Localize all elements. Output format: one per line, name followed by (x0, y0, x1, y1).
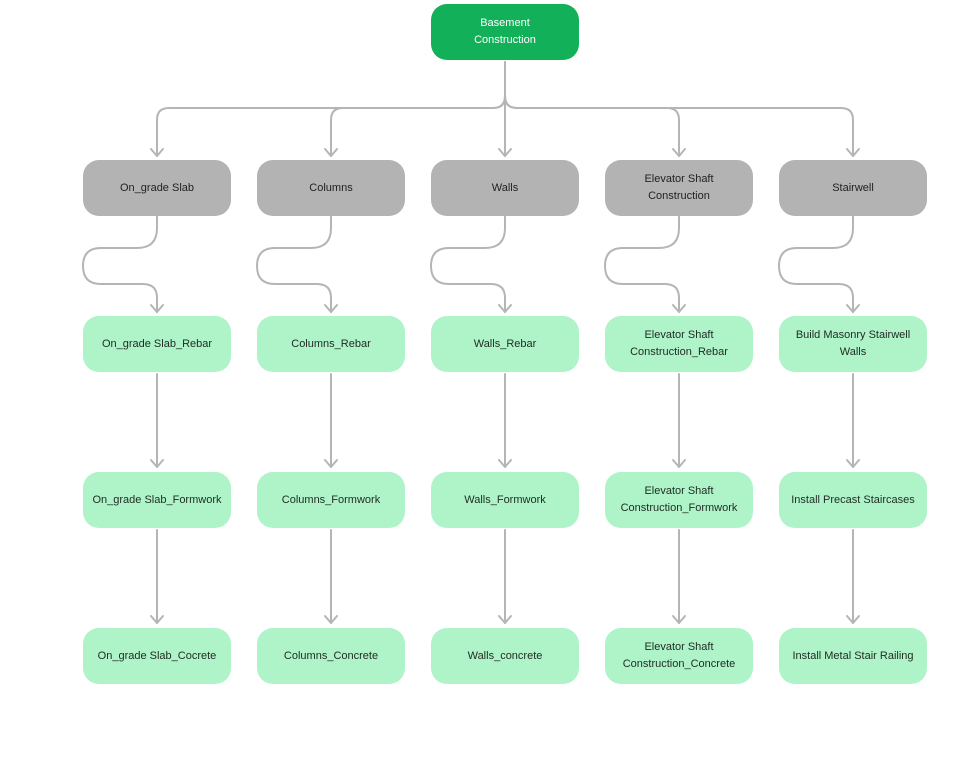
task-node-on-grade-slab-concrete[interactable]: On_grade Slab_Cocrete (83, 628, 231, 684)
task-node-build-masonry-stairwell-walls[interactable]: Build Masonry Stairwell Walls (779, 316, 927, 372)
connector-arrowhead-group-0 (150, 148, 164, 157)
task-node-walls-rebar[interactable]: Walls_Rebar (431, 316, 579, 372)
task-node-walls-formwork[interactable]: Walls_Formwork (431, 472, 579, 528)
task-node-walls-concrete[interactable]: Walls_concrete (431, 628, 579, 684)
connector-arrowhead-task3-0 (150, 615, 164, 624)
connector-arrowhead-task3-1 (324, 615, 338, 624)
connector-arrowhead-group-2 (498, 148, 512, 157)
connector-group-to-task-2 (430, 215, 506, 313)
connector-arrowhead-group-4 (846, 148, 860, 157)
root-node-basement-construction[interactable]: Basement Construction (431, 4, 579, 60)
task-node-elevator-shaft-formwork[interactable]: Elevator Shaft Construction_Formwork (605, 472, 753, 528)
task-node-install-metal-stair-railing[interactable]: Install Metal Stair Railing (779, 628, 927, 684)
connector-arrowhead-task2-2 (498, 459, 512, 468)
group-node-columns[interactable]: Columns (257, 160, 405, 216)
connector-arrowhead-group-1 (324, 148, 338, 157)
connector-arrowhead-task3-4 (846, 615, 860, 624)
task-node-columns-rebar[interactable]: Columns_Rebar (257, 316, 405, 372)
connector-arrowhead-task3-3 (672, 615, 686, 624)
connector-group-to-task-4 (778, 215, 854, 313)
connector-arrowhead-task1-3 (672, 304, 686, 313)
connector-arrowhead-task1-0 (150, 304, 164, 313)
task-node-elevator-shaft-rebar[interactable]: Elevator Shaft Construction_Rebar (605, 316, 753, 372)
task-node-install-precast-staircases[interactable]: Install Precast Staircases (779, 472, 927, 528)
connector-arrowhead-task1-4 (846, 304, 860, 313)
connector-arrowhead-task2-0 (150, 459, 164, 468)
connector-arrowhead-task1-1 (324, 304, 338, 313)
task-node-columns-formwork[interactable]: Columns_Formwork (257, 472, 405, 528)
connector-arrowhead-task2-4 (846, 459, 860, 468)
task-node-on-grade-slab-formwork[interactable]: On_grade Slab_Formwork (83, 472, 231, 528)
connector-arrowhead-task1-2 (498, 304, 512, 313)
connector-root-to-group-1 (330, 61, 506, 157)
group-node-elevator-shaft-construction[interactable]: Elevator Shaft Construction (605, 160, 753, 216)
task-node-on-grade-slab-rebar[interactable]: On_grade Slab_Rebar (83, 316, 231, 372)
task-node-elevator-shaft-concrete[interactable]: Elevator Shaft Construction_Concrete (605, 628, 753, 684)
connector-arrowhead-task2-1 (324, 459, 338, 468)
connector-group-to-task-1 (256, 215, 332, 313)
group-node-walls[interactable]: Walls (431, 160, 579, 216)
group-node-stairwell[interactable]: Stairwell (779, 160, 927, 216)
connector-group-to-task-0 (82, 215, 158, 313)
connector-arrowhead-task2-3 (672, 459, 686, 468)
connector-root-to-group-4 (504, 61, 854, 157)
connector-arrowhead-group-3 (672, 148, 686, 157)
connector-group-to-task-3 (604, 215, 680, 313)
connector-arrowhead-task3-2 (498, 615, 512, 624)
group-node-on-grade-slab[interactable]: On_grade Slab (83, 160, 231, 216)
task-node-columns-concrete[interactable]: Columns_Concrete (257, 628, 405, 684)
